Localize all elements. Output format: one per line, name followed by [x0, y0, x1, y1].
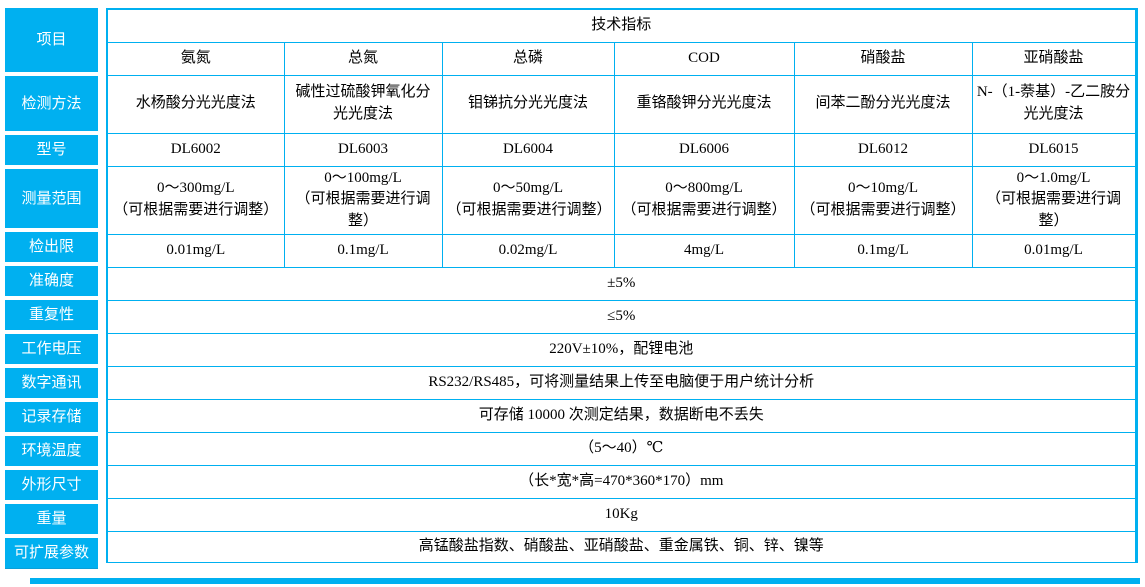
table-cell-span: （5～40）℃ — [106, 431, 1137, 466]
table-cell: DL6012 — [793, 132, 973, 167]
table-cell: 0～1.0mg/L （可根据需要进行调整） — [971, 165, 1137, 235]
row-label-weight: 重量 — [5, 504, 98, 534]
range-note: （可根据需要进行调整） — [446, 202, 612, 219]
table-cell: 0.1mg/L — [283, 233, 443, 268]
row-label-voltage: 工作电压 — [5, 334, 98, 364]
column-header-total-p: 总磷 — [441, 41, 615, 76]
table-cell-span: RS232/RS485，可将测量结果上传至电脑便于用户统计分析 — [106, 365, 1137, 400]
table-cell: DL6015 — [971, 132, 1137, 167]
range-note: （可根据需要进行调整） — [621, 202, 787, 219]
spec-table-body: 技术指标 氨氮 总氮 总磷 COD 硝酸盐 亚硝酸盐 水杨酸分光光度法 碱性过硫… — [106, 8, 1138, 563]
row-label-range: 测量范围 — [5, 169, 98, 228]
range-row: 0～300mg/L （可根据需要进行调整） 0～100mg/L （可根据需要进行… — [106, 165, 1137, 235]
range-value: 0～100mg/L — [324, 169, 402, 186]
title-row: 技术指标 — [106, 8, 1137, 43]
table-cell-span: 10Kg — [106, 497, 1137, 532]
table-cell: 0.01mg/L — [971, 233, 1137, 268]
table-cell: 0～50mg/L （可根据需要进行调整） — [441, 165, 615, 235]
row-label-expandable: 可扩展参数 — [5, 538, 98, 569]
row-label-temperature: 环境温度 — [5, 436, 98, 466]
table-title: 技术指标 — [106, 8, 1137, 43]
accuracy-row: ±5% — [106, 266, 1137, 301]
expandable-row: 高锰酸盐指数、硝酸盐、亚硝酸盐、重金属铁、铜、锌、镍等 — [106, 530, 1137, 563]
row-label-dimensions: 外形尺寸 — [5, 470, 98, 500]
column-header-row: 氨氮 总氮 总磷 COD 硝酸盐 亚硝酸盐 — [106, 41, 1137, 76]
voltage-row: 220V±10%，配锂电池 — [106, 332, 1137, 367]
range-note: （可根据需要进行调整） — [800, 202, 966, 219]
range-value: 0～1.0mg/L — [1016, 169, 1091, 186]
repeatability-row: ≤5% — [106, 299, 1137, 334]
table-cell: 0～300mg/L （可根据需要进行调整） — [106, 165, 285, 235]
range-note: （可根据需要进行调整） — [113, 202, 279, 219]
range-value: 0～50mg/L — [493, 180, 563, 197]
row-label-model: 型号 — [5, 135, 98, 165]
table-cell: N-（1-萘基）-乙二胺分光光度法 — [971, 74, 1137, 134]
table-cell: 0～100mg/L （可根据需要进行调整） — [283, 165, 443, 235]
table-cell-span: ≤5% — [106, 299, 1137, 334]
range-value: 0～10mg/L — [848, 180, 918, 197]
table-cell: 重铬酸钾分光光度法 — [613, 74, 795, 134]
table-cell-span: 高锰酸盐指数、硝酸盐、亚硝酸盐、重金属铁、铜、锌、镍等 — [106, 530, 1137, 563]
limit-row: 0.01mg/L 0.1mg/L 0.02mg/L 4mg/L 0.1mg/L … — [106, 233, 1137, 268]
table-cell-span: ±5% — [106, 266, 1137, 301]
comms-row: RS232/RS485，可将测量结果上传至电脑便于用户统计分析 — [106, 365, 1137, 400]
table-cell: DL6004 — [441, 132, 615, 167]
table-cell-span: （长*宽*高=470*360*170）mm — [106, 464, 1137, 499]
table-cell: 间苯二酚分光光度法 — [793, 74, 973, 134]
table-cell: 钼锑抗分光光度法 — [441, 74, 615, 134]
row-label-limit: 检出限 — [5, 232, 98, 262]
spec-table: 技术指标 氨氮 总氮 总磷 COD 硝酸盐 亚硝酸盐 水杨酸分光光度法 碱性过硫… — [106, 8, 1138, 563]
row-label-repeatability: 重复性 — [5, 300, 98, 330]
storage-row: 可存储 10000 次测定结果，数据断电不丢失 — [106, 398, 1137, 433]
range-note: （可根据需要进行调整） — [986, 191, 1122, 229]
column-header-ammonia: 氨氮 — [106, 41, 285, 76]
row-label-item: 项目 — [5, 8, 98, 72]
table-cell: 0.1mg/L — [793, 233, 973, 268]
temperature-row: （5～40）℃ — [106, 431, 1137, 466]
table-cell: 0～10mg/L （可根据需要进行调整） — [793, 165, 973, 235]
row-label-storage: 记录存储 — [5, 402, 98, 432]
range-value: 0～800mg/L — [665, 180, 743, 197]
table-cell: DL6002 — [106, 132, 285, 167]
row-label-method: 检测方法 — [5, 76, 98, 131]
row-label-accuracy: 准确度 — [5, 266, 98, 296]
table-cell: DL6006 — [613, 132, 795, 167]
table-cell: 4mg/L — [613, 233, 795, 268]
table-cell: 碱性过硫酸钾氧化分光光度法 — [283, 74, 443, 134]
weight-row: 10Kg — [106, 497, 1137, 532]
model-row: DL6002 DL6003 DL6004 DL6006 DL6012 DL601… — [106, 132, 1137, 167]
row-label-comms: 数字通讯 — [5, 368, 98, 398]
dimensions-row: （长*宽*高=470*360*170）mm — [106, 464, 1137, 499]
column-header-nitrate: 硝酸盐 — [793, 41, 973, 76]
range-value: 0～300mg/L — [157, 180, 235, 197]
table-cell: DL6003 — [283, 132, 443, 167]
table-cell: 0～800mg/L （可根据需要进行调整） — [613, 165, 795, 235]
column-header-cod: COD — [613, 41, 795, 76]
table-cell: 水杨酸分光光度法 — [106, 74, 285, 134]
table-cell: 0.02mg/L — [441, 233, 615, 268]
range-note: （可根据需要进行调整） — [295, 191, 431, 229]
column-header-total-n: 总氮 — [283, 41, 443, 76]
table-cell: 0.01mg/L — [106, 233, 285, 268]
table-cell-span: 可存储 10000 次测定结果，数据断电不丢失 — [106, 398, 1137, 433]
method-row: 水杨酸分光光度法 碱性过硫酸钾氧化分光光度法 钼锑抗分光光度法 重铬酸钾分光光度… — [106, 74, 1137, 134]
row-labels-column: 项目 检测方法 型号 测量范围 检出限 准确度 重复性 工作电压 数字通讯 记录… — [5, 8, 98, 569]
column-header-nitrite: 亚硝酸盐 — [971, 41, 1137, 76]
table-cell-span: 220V±10%，配锂电池 — [106, 332, 1137, 367]
